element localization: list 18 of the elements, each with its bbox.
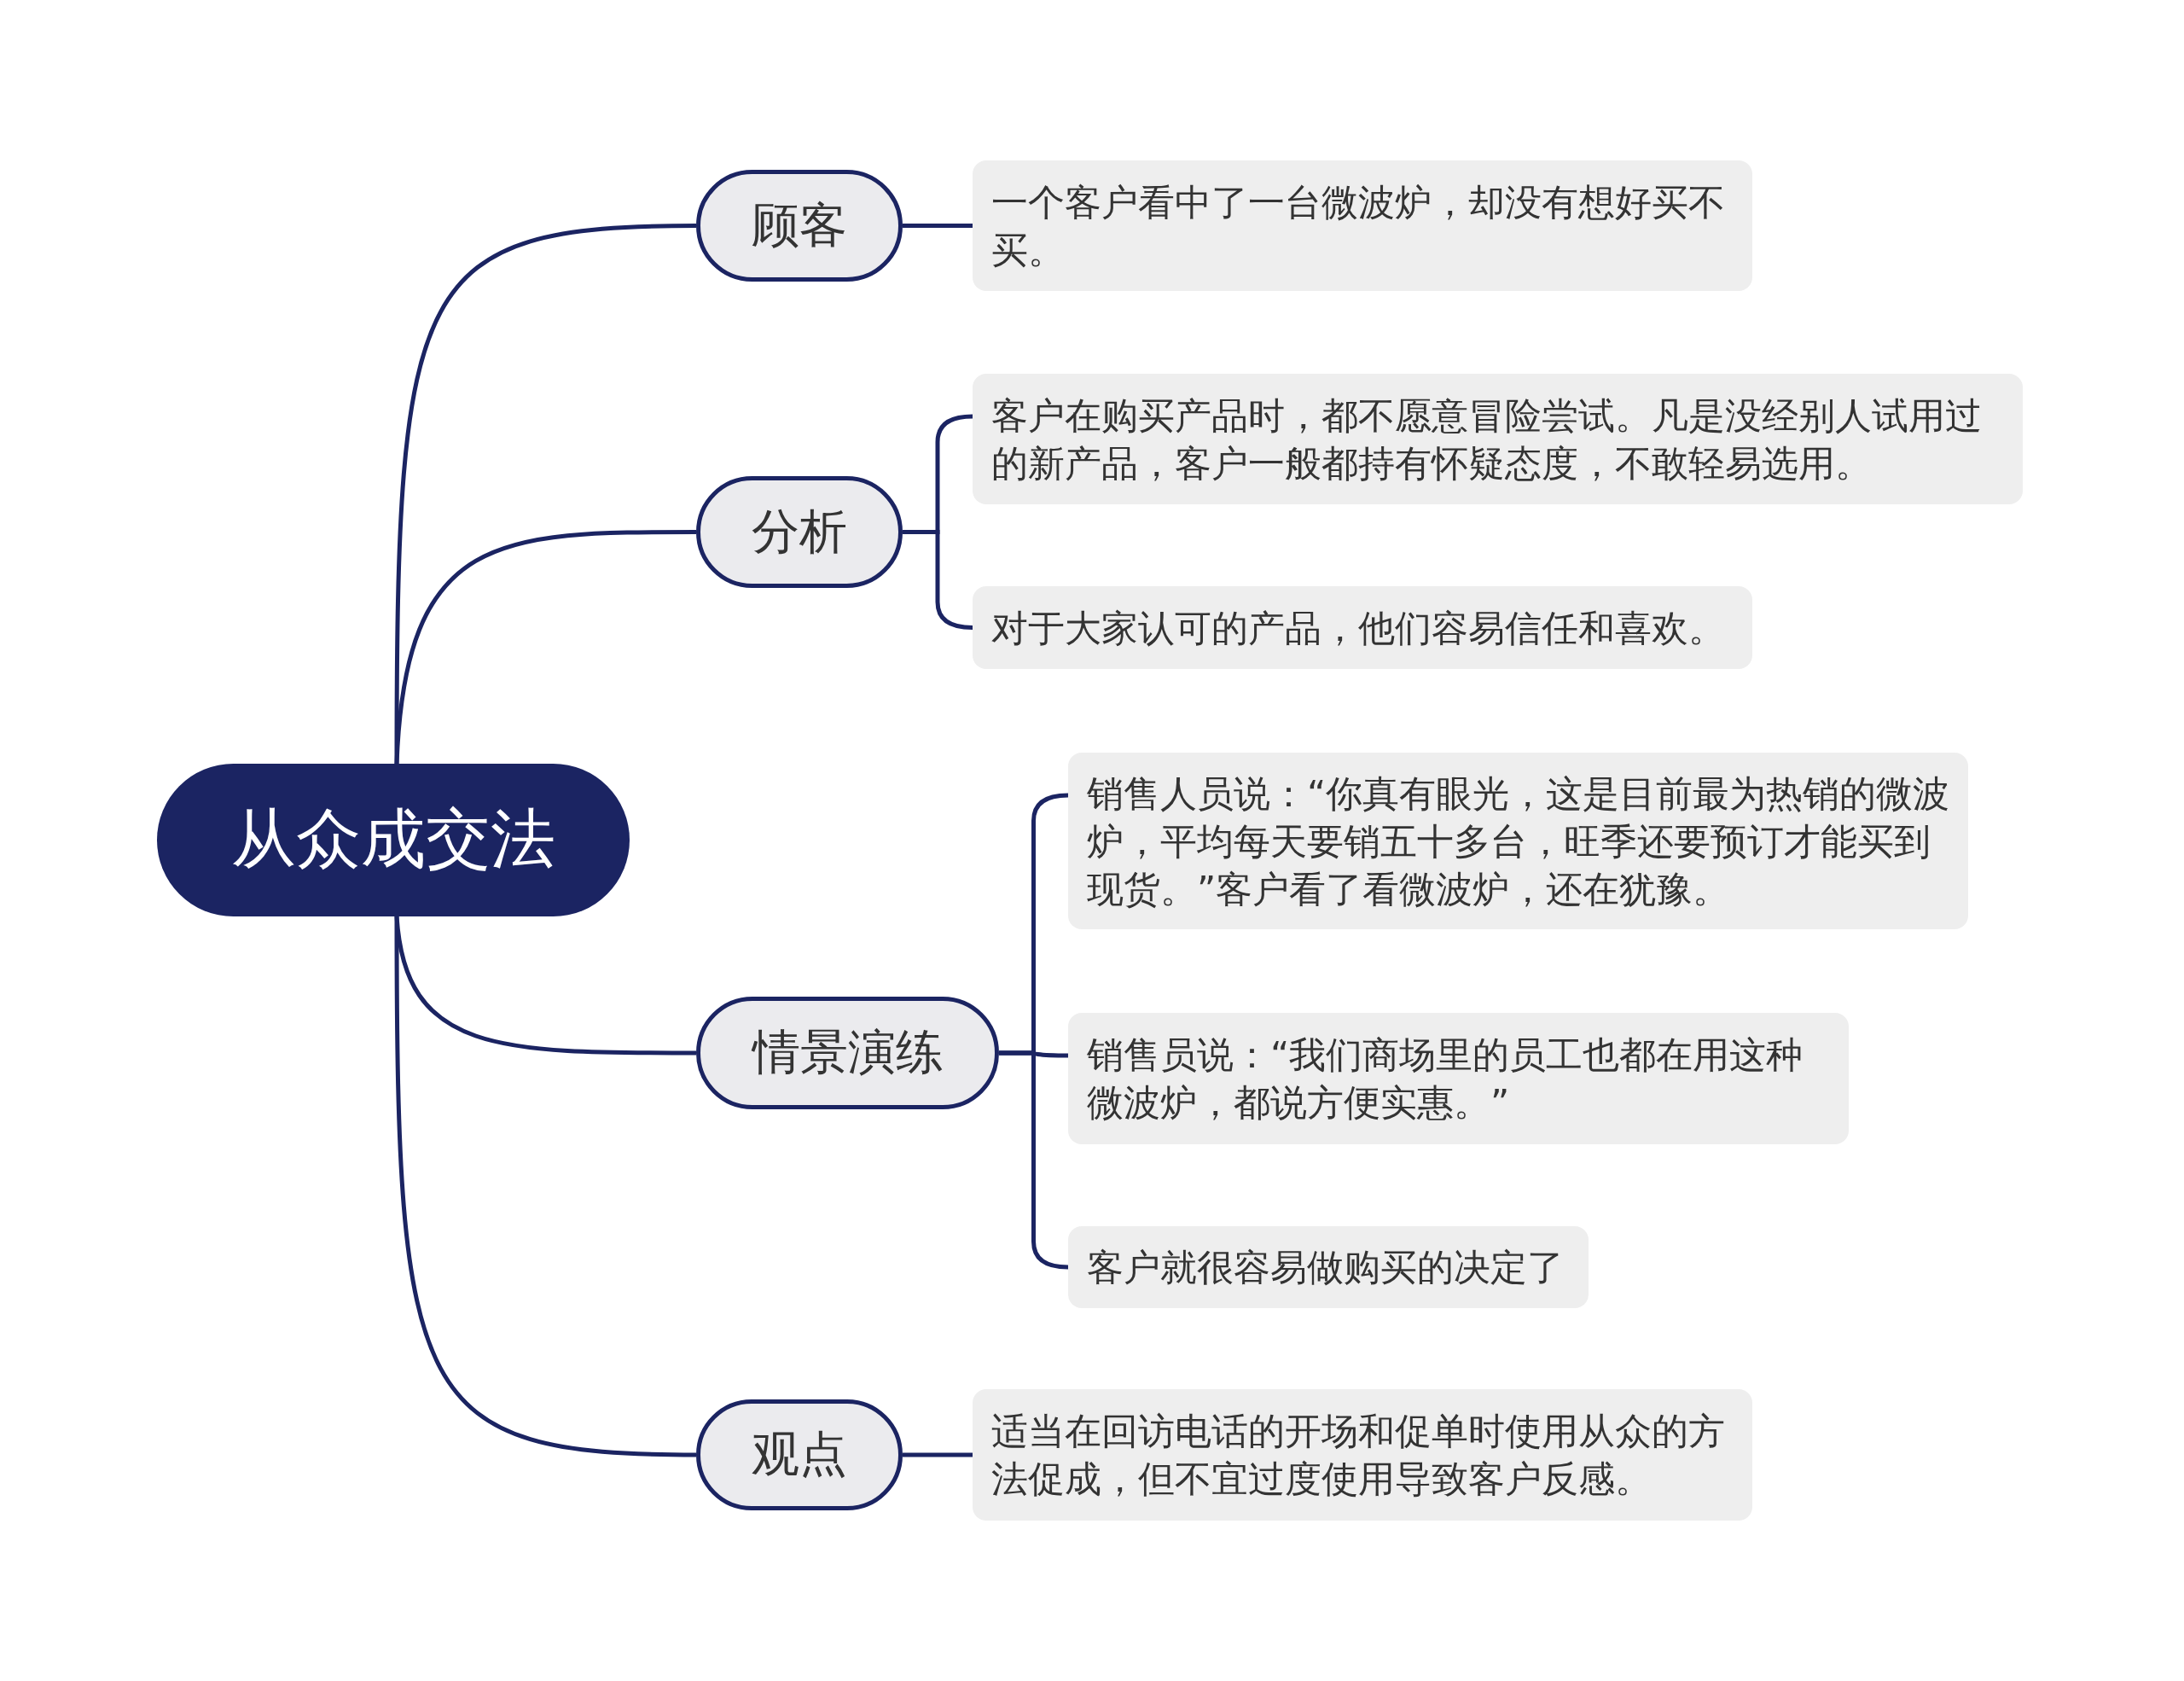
connector-line <box>394 916 697 1457</box>
text-card: 对于大家认可的产品，他们容易信任和喜欢。 <box>973 586 1752 669</box>
connector-line <box>394 530 696 765</box>
topic-pill: 情景演练 <box>696 997 999 1109</box>
connector-line <box>903 224 973 228</box>
text-card: 客户在购买产品时，都不愿意冒险尝试。凡是没经别人试用过的新产品，客户一般都持有怀疑态度，不敢轻易选用。 <box>973 374 2023 504</box>
connector-line <box>999 1050 1069 1270</box>
connector-line <box>903 530 973 630</box>
topic-pill: 顾客 <box>696 170 903 282</box>
topic-pill: 分析 <box>696 476 903 588</box>
text-card: 一个客户看中了一台微波炉，却没有想好买不买。 <box>973 160 1752 291</box>
text-card: 适当在回访电话的开场和促单时使用从众的方法促成，但不宜过度使用导致客户反感。 <box>973 1389 1752 1521</box>
text-card: 客户就很容易做购买的决定了 <box>1068 1226 1589 1308</box>
connector-line <box>903 1452 973 1457</box>
central-topic: 从众成交法 <box>157 764 630 916</box>
text-card: 销售员说：“我们商场里的员工也都在用这种微波炉，都说方便实惠。” <box>1068 1013 1849 1144</box>
topic-pill: 观点 <box>696 1399 903 1510</box>
text-card: 销售人员说：“你真有眼光，这是目前最为热销的微波炉，平均每天要销五十多台，旺季还要预订才能买到现货。”客户看了看微波炉，还在犹豫。 <box>1068 753 1968 929</box>
